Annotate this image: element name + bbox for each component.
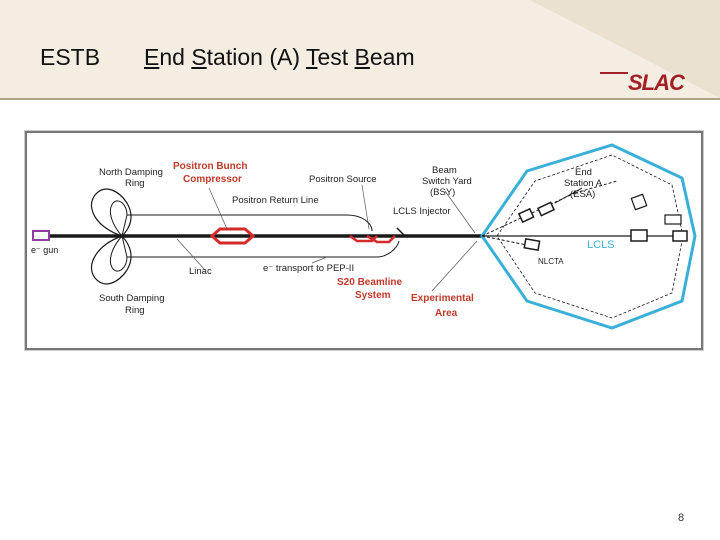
title-segment: eam [369, 44, 415, 70]
south-damping-ring-label: South Damping Ring [99, 293, 167, 316]
experimental-area-line2: Area [435, 308, 458, 319]
experimental-area-label: Experimental Area [411, 293, 477, 319]
experimental-area-line1: Experimental [411, 293, 474, 304]
transport-line-lower [127, 240, 400, 258]
linac-label: Linac [189, 266, 212, 277]
leader-e-transport [311, 256, 328, 264]
leader-bsy [444, 190, 476, 234]
page-number: 8 [678, 512, 685, 524]
end-station-a-line1: End [575, 167, 592, 178]
s20-beamline-label: S20 Beamline System [337, 277, 405, 301]
accelerator-diagram: e⁻ gun North Damping [25, 131, 703, 350]
positron-bunch-compressor-shape [209, 227, 256, 245]
title-segment: tation (A) [206, 44, 306, 70]
north-damping-ring-line2: Ring [125, 178, 145, 189]
title-initial: S [191, 44, 207, 70]
end-station-a-line2: Station A [564, 178, 603, 189]
slac-logo: SLAC [628, 70, 685, 95]
header-divider [0, 98, 720, 100]
north-damping-ring [90, 188, 132, 237]
positron-bunch-compressor-label: Positron Bunch Compressor [173, 161, 250, 185]
lcls-injector-marker [396, 227, 406, 237]
esa-device-2 [536, 201, 556, 217]
leader-bunch-compressor [208, 187, 228, 230]
logo-bar [600, 72, 628, 74]
north-damping-ring-label: North Damping Ring [99, 167, 166, 189]
beam-switch-yard-line3: (BSY) [430, 187, 455, 198]
s20-beamline-shape [349, 234, 396, 244]
north-damping-ring-line1: North Damping [99, 167, 163, 178]
header-decoration [530, 0, 720, 98]
end-station-a-line3: (ESA) [570, 189, 595, 200]
nlcta-label: NLCTA [538, 257, 564, 266]
lcls-station-3 [664, 214, 682, 225]
slide-title: End Station (A) Test Beam [144, 44, 415, 71]
title-initial: E [144, 44, 160, 70]
positron-bunch-compressor-line1: Positron Bunch [173, 161, 247, 172]
south-damping-ring-line1: South Damping [99, 293, 164, 304]
beam-switch-yard-line1: Beam [432, 165, 457, 176]
title-segment: est [317, 44, 355, 70]
s20-beamline-line1: S20 Beamline [337, 277, 402, 288]
s20-beamline-line2: System [355, 290, 391, 301]
positron-return-line [127, 214, 373, 232]
positron-bunch-compressor-line2: Compressor [183, 174, 242, 185]
leader-linac [176, 238, 206, 271]
south-damping-ring [90, 235, 132, 285]
south-damping-ring-line2: Ring [125, 305, 145, 316]
egun-label: e⁻ gun [31, 245, 58, 255]
nlcta-device [523, 237, 541, 252]
beam-switch-yard-label: Beam Switch Yard (BSY) [422, 165, 474, 198]
egun-marker [32, 230, 50, 241]
diagram-canvas: e⁻ gun North Damping [31, 143, 697, 330]
e-transport-label: e⁻ transport to PEP-II [263, 263, 354, 274]
esa-device [517, 207, 535, 224]
esa-dashed-path [574, 180, 618, 194]
title-segment: nd [159, 44, 192, 70]
end-station-a-label: End Station A (ESA) [564, 167, 604, 200]
positron-source-label: Positron Source [309, 174, 377, 185]
lcls-station-1 [630, 229, 648, 242]
slide-short-title: ESTB [40, 44, 101, 70]
leader-experimental-area [431, 240, 478, 292]
title-initial: T [305, 44, 318, 70]
esa-pointer [554, 187, 583, 204]
lcls-label: LCLS [587, 239, 615, 251]
leader-positron-source [361, 184, 370, 230]
beam-switch-yard-line2: Switch Yard [422, 176, 472, 187]
positron-return-line-label: Positron Return Line [232, 195, 319, 206]
title-initial: B [354, 44, 370, 70]
north-damping-ring-inner [109, 200, 128, 238]
experimental-ring-outer [480, 143, 697, 330]
lcls-station-2 [672, 230, 688, 242]
south-damping-ring-inner [109, 234, 128, 272]
esa-station [630, 193, 648, 211]
lcls-injector-label: LCLS Injector [393, 206, 451, 217]
